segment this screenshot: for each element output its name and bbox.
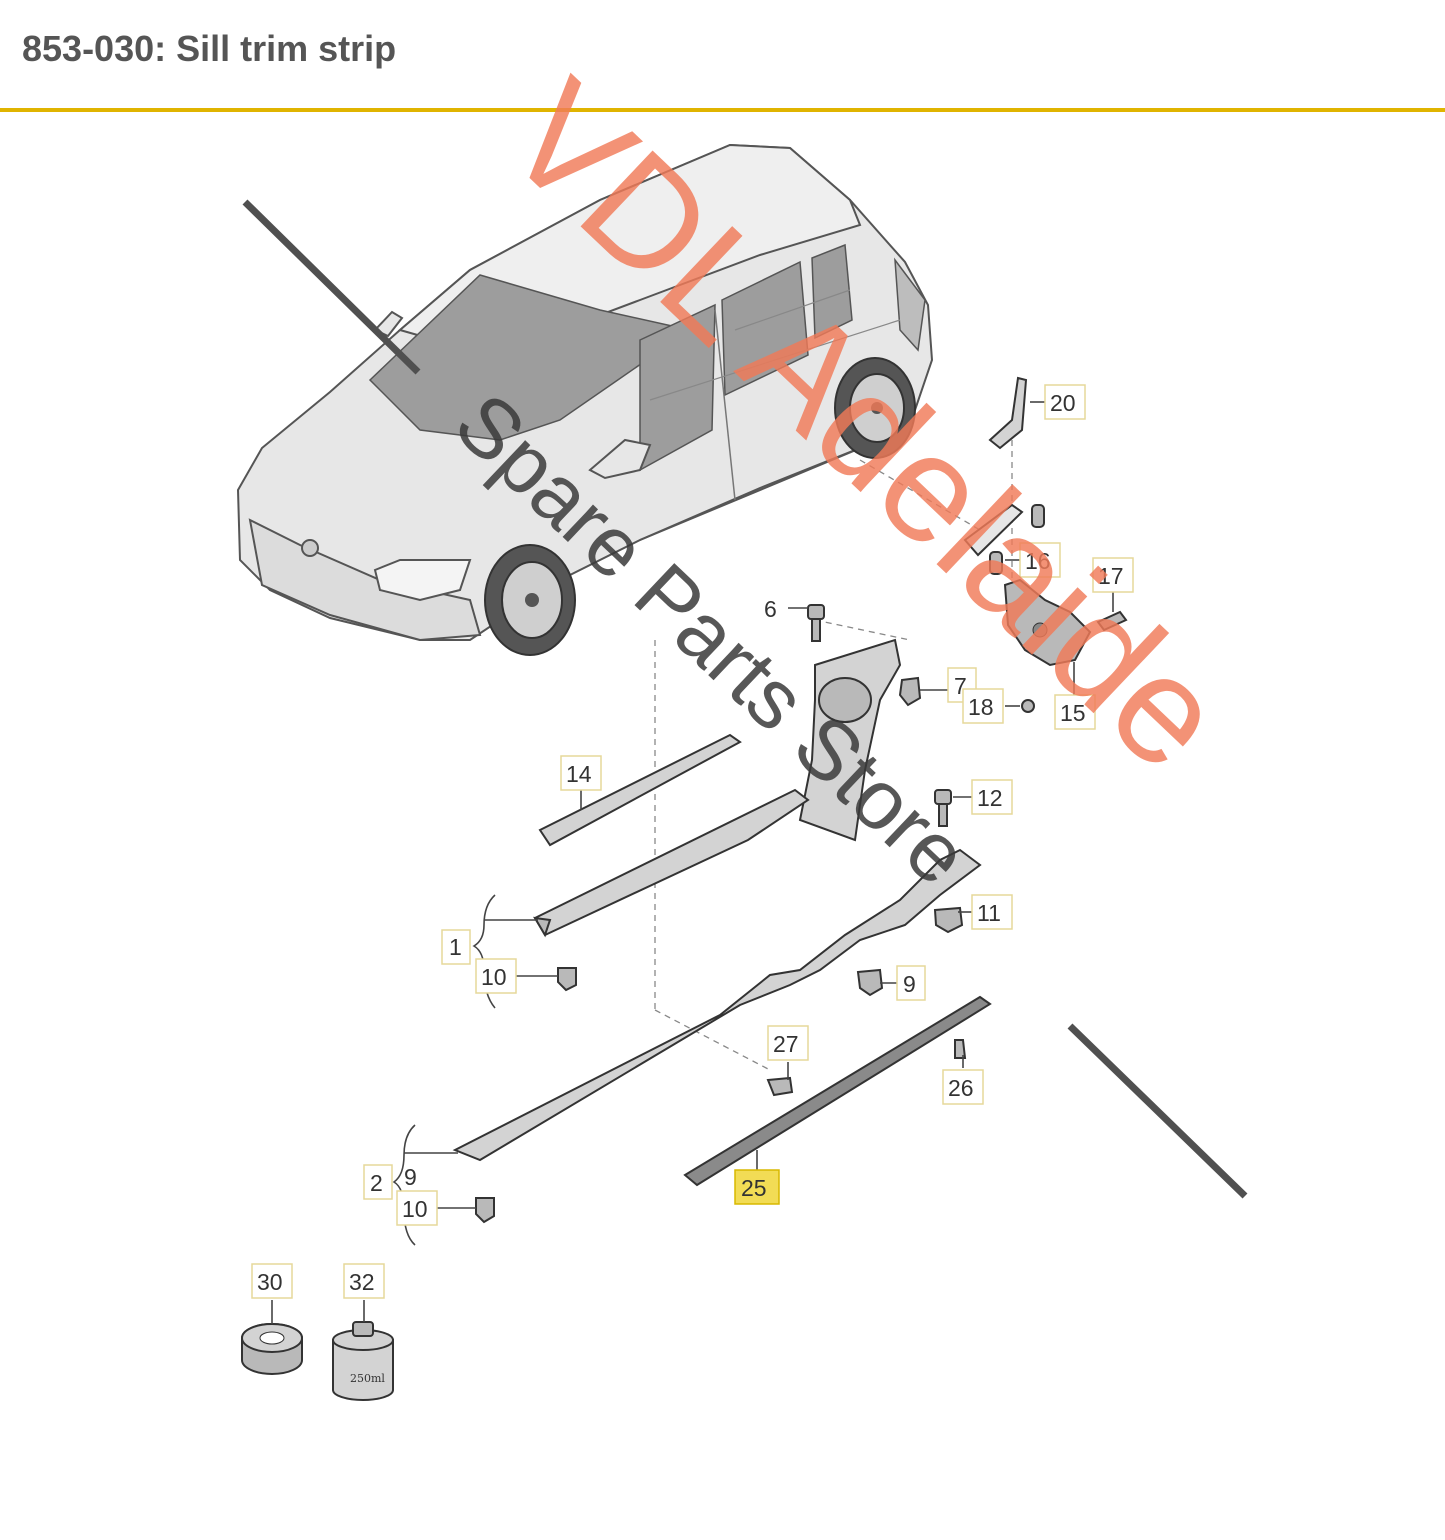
callout-11[interactable]: 11: [971, 894, 1013, 930]
svg-text:17: 17: [1098, 563, 1124, 589]
svg-text:9: 9: [404, 1164, 417, 1190]
svg-text:14: 14: [566, 761, 592, 787]
callout-2[interactable]: 2: [363, 1164, 393, 1200]
part-1-sill-trim: [533, 788, 810, 938]
callout-30[interactable]: 30: [251, 1263, 293, 1299]
part-15-bracket: [1003, 578, 1092, 667]
title-divider: [0, 108, 1445, 112]
svg-text:2: 2: [370, 1170, 383, 1196]
part-2-sill-panel: [452, 848, 982, 1162]
part-25-strip: [683, 995, 992, 1187]
svg-text:15: 15: [1060, 700, 1086, 726]
part-9-clip: [856, 968, 884, 997]
part-6-bolt: [807, 604, 825, 642]
can-label: 250ml: [350, 1372, 385, 1385]
svg-text:30: 30: [257, 1269, 283, 1295]
callout-6[interactable]: 6: [764, 596, 777, 622]
callout-25-highlighted[interactable]: 25: [734, 1169, 780, 1205]
callout-26[interactable]: 26: [942, 1069, 984, 1105]
part-27-screw: [766, 1076, 794, 1097]
part-14-strip: [538, 733, 742, 847]
svg-text:26: 26: [948, 1075, 974, 1101]
callout-10-upper[interactable]: 10: [475, 958, 517, 994]
svg-text:10: 10: [481, 964, 507, 990]
car-illustration: [236, 143, 934, 656]
svg-text:25: 25: [741, 1175, 767, 1201]
part-20-trim: [988, 376, 1028, 450]
callout-32[interactable]: 32: [343, 1263, 385, 1299]
svg-text:1: 1: [449, 934, 462, 960]
part-30-tape-roll: [241, 1323, 303, 1375]
callout-10-lower[interactable]: 10: [396, 1190, 438, 1226]
part-11-clip: [933, 906, 964, 934]
callout-9-lower[interactable]: 9: [404, 1164, 417, 1190]
callout-12[interactable]: 12: [971, 779, 1013, 815]
part-7-clip: [898, 676, 922, 707]
callout-9-upper[interactable]: 9: [896, 965, 926, 1001]
part-10-clip-lower: [475, 1197, 495, 1224]
part-17-screw: [1096, 610, 1128, 632]
svg-text:27: 27: [773, 1031, 799, 1057]
part-12-bolt: [934, 789, 952, 827]
callout-1[interactable]: 1: [441, 929, 471, 965]
callout-20[interactable]: 20: [1044, 384, 1086, 420]
part-16-pad: [963, 503, 1045, 575]
callout-15[interactable]: 15: [1054, 694, 1096, 730]
svg-text:6: 6: [764, 596, 777, 622]
svg-text:12: 12: [977, 785, 1003, 811]
part-26-screw: [954, 1039, 967, 1059]
watermark-stroke-left: [242, 199, 421, 375]
part-18-nut: [1021, 699, 1035, 713]
part-10-clip-upper: [557, 967, 577, 992]
svg-text:32: 32: [349, 1269, 375, 1295]
part-32-adhesive-can: 250ml: [332, 1321, 394, 1401]
part-trim-bracket: [798, 638, 902, 842]
svg-text:16: 16: [1025, 548, 1051, 574]
svg-text:18: 18: [968, 694, 994, 720]
callout-27[interactable]: 27: [767, 1025, 809, 1061]
svg-text:11: 11: [977, 900, 1001, 926]
page-title: 853-030: Sill trim strip: [22, 28, 397, 69]
callout-18[interactable]: 18: [962, 688, 1004, 724]
callout-17[interactable]: 17: [1092, 557, 1134, 593]
callout-14[interactable]: 14: [560, 755, 602, 791]
watermark-stroke-right: [1067, 1023, 1248, 1199]
svg-text:9: 9: [903, 971, 916, 997]
callout-16[interactable]: 16: [1019, 542, 1061, 578]
svg-text:10: 10: [402, 1196, 428, 1222]
svg-text:20: 20: [1050, 390, 1076, 416]
